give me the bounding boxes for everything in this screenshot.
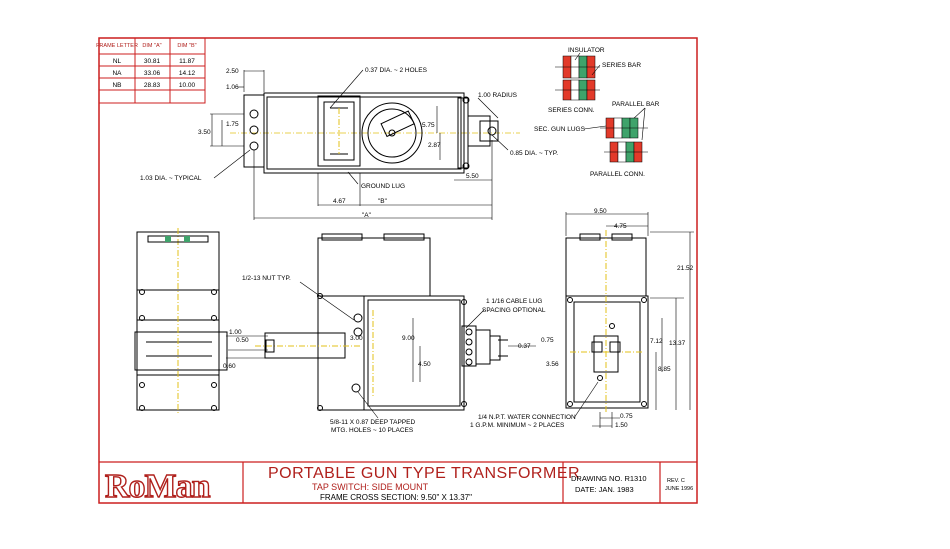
dim-label: 1.75	[226, 121, 239, 128]
dim-label: 1 G.P.M. MINIMUM ~ 2 PLACES	[470, 422, 565, 429]
dim-label: 2.50	[226, 68, 239, 75]
dim-label: 1/2-13 NUT TYP.	[242, 275, 291, 282]
dim-label: 0.75	[620, 413, 633, 420]
revision-date: JUNE 1996	[665, 486, 693, 492]
series-conn-label: SERIES CONN.	[548, 107, 595, 114]
drawing-number: DRAWING NO. R1310	[571, 474, 647, 483]
dim-label: 1.03 DIA. ~ TYPICAL	[140, 175, 202, 182]
drawing-title: PORTABLE GUN TYPE TRANSFORMER	[268, 465, 580, 482]
end-view: 9.50 4.75 21.52 13.37 7.12 8.85 3.56 1/4…	[470, 208, 694, 429]
dim-label: 0.60	[223, 363, 236, 370]
table-cell: 28.83	[144, 82, 161, 89]
parallel-conn-label: PARALLEL CONN.	[590, 171, 645, 178]
table-header-dim-a: DIM "A"	[142, 43, 161, 49]
dim-label: 9.00	[402, 335, 415, 342]
dim-label: "B"	[378, 198, 388, 205]
dim-label: 9.50	[594, 208, 607, 215]
title-block: RoMan PORTABLE GUN TYPE TRANSFORMER TAP …	[99, 461, 697, 506]
dim-label: 0.37 DIA. ~ 2 HOLES	[365, 67, 428, 74]
dim-label: 13.37	[669, 340, 686, 347]
sheet-border	[98, 37, 698, 504]
revision: REV. C	[667, 478, 685, 484]
table-cell: 10.00	[179, 82, 196, 89]
dim-label: 1.00	[229, 329, 242, 336]
table-cell: 14.12	[179, 70, 196, 77]
dim-label: 7.12	[650, 338, 663, 345]
table-header-frame: FRAME LETTER	[96, 43, 138, 49]
roman-logo: RoMan	[105, 468, 211, 505]
dim-label: 4.50	[418, 361, 431, 368]
dim-label: 21.52	[677, 265, 694, 272]
dim-label: 3.50	[198, 129, 211, 136]
dim-label: "A"	[362, 212, 372, 219]
dim-label: 5.50	[466, 173, 479, 180]
dim-label: 3.00	[350, 335, 363, 342]
table-cell: 11.87	[179, 58, 195, 65]
dim-label: 1.00 RADIUS	[478, 92, 518, 99]
dim-label: GROUND LUG	[361, 183, 405, 190]
dim-label: 0.37	[518, 343, 531, 350]
sec-gun-lugs-label: SEC. GUN LUGS	[534, 126, 586, 133]
table-cell: 30.81	[144, 58, 161, 65]
dim-label: 1/4 N.P.T. WATER CONNECTION	[478, 414, 576, 421]
dim-label: 2.87	[428, 142, 441, 149]
drawing-subtitle: TAP SWITCH: SIDE MOUNT	[312, 482, 429, 492]
dim-label: 4.67	[333, 198, 346, 205]
frame-cross-section: FRAME CROSS SECTION: 9.50" X 13.37"	[320, 493, 472, 502]
dim-label: 1.06	[226, 84, 239, 91]
parallel-bar-label: PARALLEL BAR	[612, 101, 660, 108]
table-cell: NL	[113, 58, 122, 65]
top-view: 2.50 1.06 1.75 3.50 0.37 DIA. ~ 2 HOLES …	[140, 67, 558, 220]
dim-label: 0.75	[541, 337, 554, 344]
frame-table: FRAME LETTER DIM "A" DIM "B" NL 30.81 11…	[96, 37, 206, 104]
table-header-dim-b: DIM "B"	[177, 43, 196, 49]
table-cell: 33.06	[144, 70, 161, 77]
dim-label: 3.56	[546, 361, 559, 368]
table-cell: NA	[112, 70, 122, 77]
dim-label: 1 1/16 CABLE LUG	[486, 298, 542, 305]
dim-label: 0.85 DIA. ~ TYP.	[510, 150, 558, 157]
dim-label: 5/8-11 X 0.87 DEEP TAPPED	[330, 419, 415, 426]
side-view: 1/2-13 NUT TYP. 1.00 0.50 0.60 3.00 9.00…	[134, 228, 554, 434]
connection-diagrams: INSULATOR SERIES BAR SERIES CONN. PARALL…	[534, 47, 660, 178]
dim-label: MTG. HOLES ~ 10 PLACES	[331, 427, 414, 434]
insulator-label: INSULATOR	[568, 47, 605, 54]
series-bar-label: SERIES BAR	[602, 62, 641, 69]
dim-label: 0.50	[236, 337, 249, 344]
drawing-date: DATE: JAN. 1983	[575, 485, 634, 494]
dim-label: SPACING OPTIONAL	[482, 307, 546, 314]
dim-label: 8.85	[658, 366, 671, 373]
dim-label: 1.50	[615, 422, 628, 429]
dim-label: 4.75	[614, 223, 627, 230]
table-cell: NB	[112, 82, 121, 89]
dim-label: 5.75	[422, 122, 435, 129]
